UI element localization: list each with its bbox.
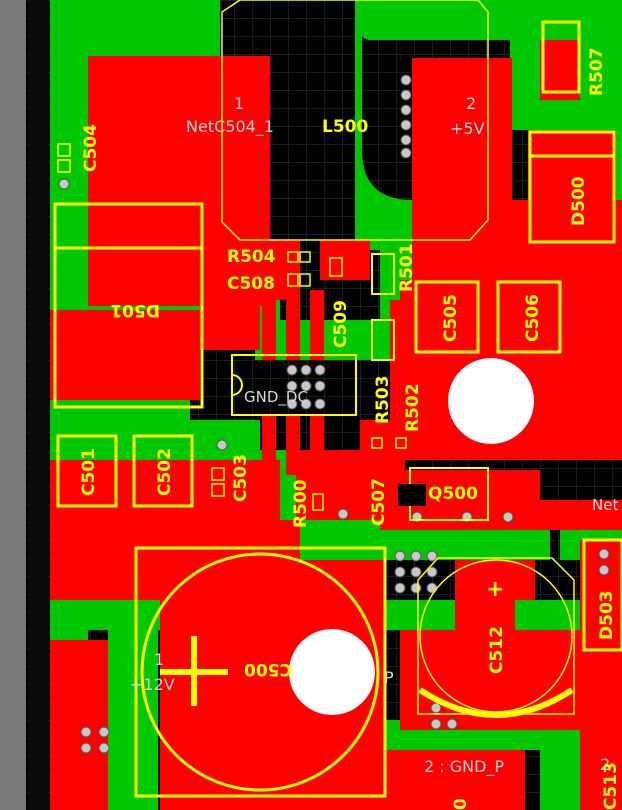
left-margin [0,0,26,810]
vias [58,74,610,754]
l500-outline [221,0,489,241]
label-c503: C503 [231,454,251,502]
label-c500: C500 [244,659,292,679]
net-l500-pad2-name: +5V [450,119,485,138]
pad-bottom-digit: 0 [451,798,471,810]
copper-traces [262,290,405,475]
d503-outline [582,538,622,652]
label-c513: C513 [601,762,621,810]
c501-outline [56,434,118,508]
d501-outline [53,202,204,409]
c506-outline [496,280,562,354]
u500-outline [231,354,357,416]
label-c512: C512 [487,626,507,674]
net-gnd-p-pad: 2 : GND_P [424,757,504,777]
mounting-holes [289,358,534,715]
label-r500: R500 [291,479,311,528]
label-r502: R502 [403,383,423,432]
label-q500: Q500 [428,484,478,504]
plus-pad-c512 [480,570,512,600]
board-edge-strip [28,0,48,810]
label-d501: D501 [110,300,160,320]
r507-outline [541,20,581,94]
label-d500: D500 [569,176,589,226]
c512-outline [417,557,575,715]
label-d503: D503 [597,590,617,640]
r501-outline [371,253,395,295]
red-copper-layer [50,40,622,810]
label-c509: C509 [331,300,351,348]
label-l500: L500 [322,117,368,137]
net-c500-pad1-name: +12V [130,675,175,694]
label-c508: C508 [227,274,275,294]
label-c505: C505 [441,294,461,342]
label-c507: C507 [369,478,389,526]
label-plus-c512: + [486,577,504,602]
label-c504: C504 [81,124,101,172]
net-c500-pad2-name: P [384,668,394,687]
c505-outline [414,280,480,354]
c500-circle [140,552,380,792]
r503-outline [371,319,395,361]
net-l500-pad1-name: NetC504_1 [186,117,274,137]
net-l500-pad2-number: 2 [466,94,476,113]
label-c501: C501 [79,448,99,496]
net-bottom-right-digit: 2 [600,755,610,774]
d500-outline [528,130,616,244]
component-courtyards [221,0,575,718]
q500-body [398,484,426,506]
net-c500-pad1-number: 1 [154,650,164,669]
c502-outline [132,434,194,508]
net-right-edge: Net [592,496,618,514]
label-r507: R507 [587,47,607,96]
label-r504: R504 [227,247,276,267]
label-c502: C502 [155,448,175,496]
label-r501: R501 [397,243,417,292]
silkscreen-outlines [53,20,622,798]
smd-pads [57,143,407,511]
label-r503: R503 [373,375,393,424]
label-c506: C506 [523,294,543,342]
net-l500-pad1-number: 1 [234,94,244,113]
net-u500: GND_DC [244,388,308,407]
c500-outline [134,546,387,798]
